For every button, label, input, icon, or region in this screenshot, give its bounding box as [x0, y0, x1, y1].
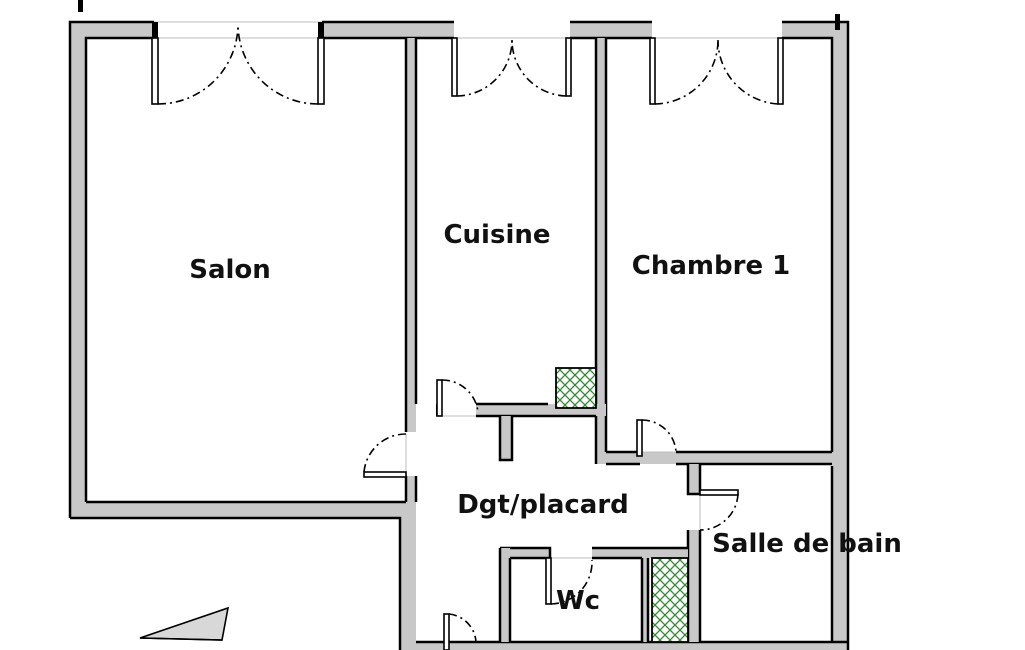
room-label-chambre-1: Chambre 1	[632, 251, 790, 281]
wc-door	[545, 557, 593, 605]
room-label-cuisine: Cuisine	[443, 220, 550, 250]
salle-de-bain-door	[699, 489, 739, 531]
interior-walls	[404, 38, 832, 642]
room-label-salon: Salon	[189, 255, 271, 285]
chambre-door	[636, 419, 677, 457]
cuisine-french-window	[451, 37, 572, 97]
chambre-french-window	[649, 37, 784, 105]
salon-door	[363, 433, 407, 478]
room-label-wc: Wc	[556, 586, 600, 616]
room-label-salle-de-bain: Salle de bain	[712, 529, 902, 559]
outer-walls	[68, 0, 850, 650]
north-arrow-icon	[139, 606, 230, 641]
cuisine-door	[436, 379, 479, 417]
room-label-degagement: Dgt/placard	[457, 490, 629, 520]
bathroom-cabinet	[651, 557, 689, 643]
entry-door	[443, 613, 477, 650]
salon-french-window	[151, 21, 325, 105]
kitchen-cabinet	[555, 367, 597, 409]
